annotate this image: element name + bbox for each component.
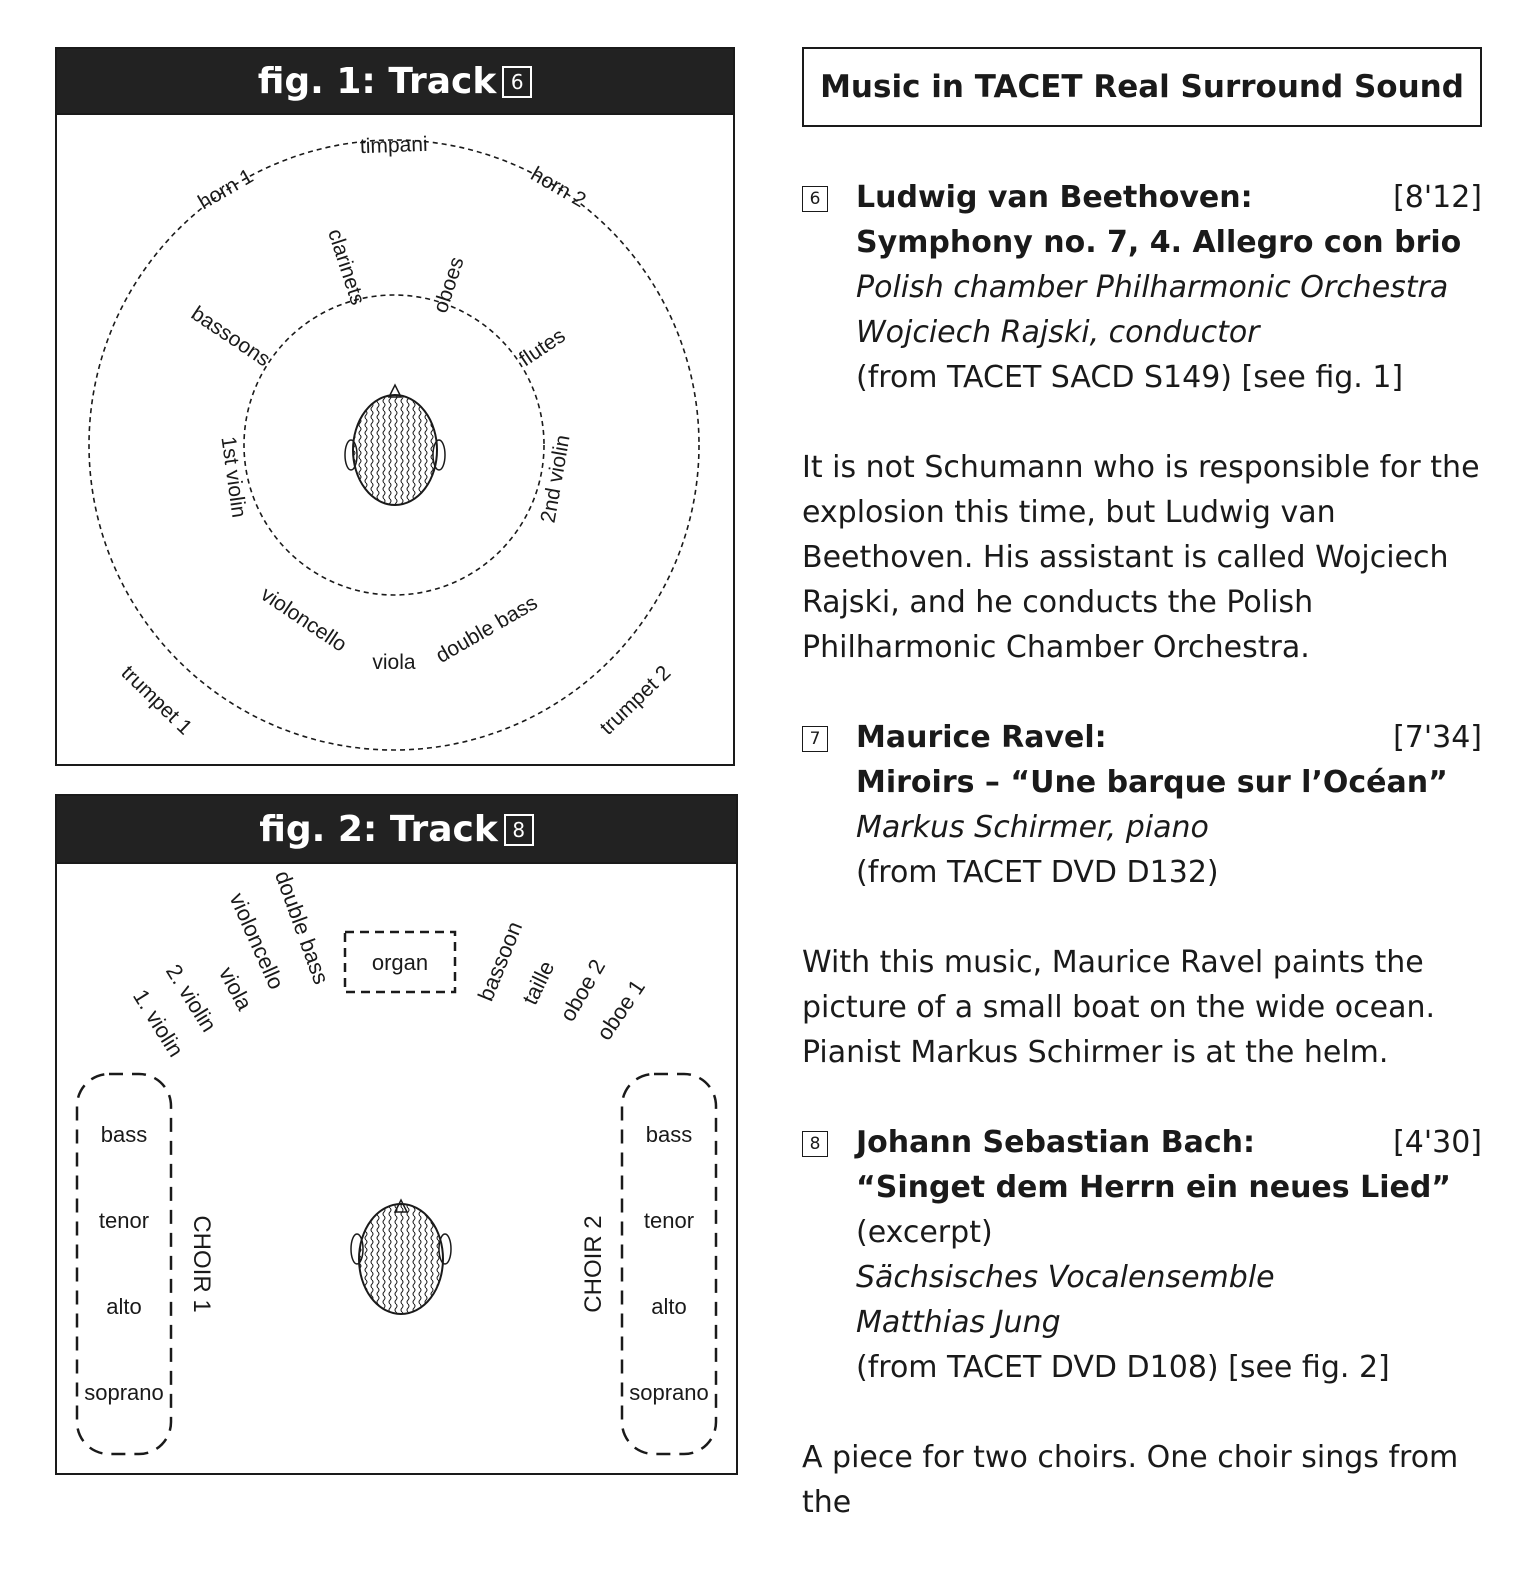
choir-2-group: bass tenor alto soprano CHOIR 2 — [580, 1072, 718, 1456]
track-composer-row: Maurice Ravel: [7'34] — [856, 715, 1482, 760]
choir-2-voice-tenor: tenor — [644, 1208, 694, 1233]
track-work: Miroirs – “Une barque sur l’Océan” — [856, 765, 1448, 800]
label-oboes: oboes — [429, 254, 469, 316]
track-number: 7 — [802, 726, 828, 752]
track-number: 8 — [802, 1131, 828, 1157]
label-trumpet-2: trumpet 2 — [596, 661, 676, 739]
paragraph: It is not Schumann who is responsible fo… — [802, 450, 1480, 665]
track-work: “Singet dem Herrn ein neues Lied” — [856, 1170, 1452, 1205]
label-trumpet-1: trumpet 1 — [117, 661, 197, 739]
label-taille: taille — [517, 957, 559, 1009]
listener-head-icon — [344, 383, 446, 506]
track-composer-row: Ludwig van Beethoven: [8'12] — [856, 175, 1482, 220]
label-oboe-1: oboe 1 — [592, 975, 650, 1045]
label-1st-violin: 1st violin — [216, 435, 250, 519]
choir-1-voice-soprano: soprano — [84, 1380, 164, 1405]
track-note: (excerpt) — [856, 1215, 993, 1250]
track-composer: Maurice Ravel: — [856, 720, 1107, 755]
label-double-bass: double bass — [432, 591, 542, 668]
figure-2-track-number: 8 — [503, 814, 534, 846]
track-entry-8: 8 Johann Sebastian Bach: [4'30] “Singet … — [802, 1120, 1482, 1390]
label-2nd-violin: 2nd violin — [537, 433, 575, 524]
figure-1-title: fig. 1: Track — [257, 61, 497, 102]
track-performer: Sächsisches Vocalensemble — [856, 1260, 1275, 1295]
figure-1-track-number: 6 — [502, 66, 533, 98]
track-performer: Markus Schirmer, piano — [856, 810, 1209, 845]
track-composer: Ludwig van Beethoven: — [856, 180, 1253, 215]
paragraph: A piece for two choirs. One choir sings … — [802, 1440, 1459, 1520]
label-horn-2: horn 2 — [527, 163, 590, 213]
choir-2-voice-soprano: soprano — [629, 1380, 709, 1405]
organ-box — [343, 930, 457, 994]
label-violoncello: violoncello — [257, 583, 351, 657]
choir-1-voice-bass: bass — [101, 1122, 147, 1147]
choir-seating-diagram: organ 1. violin 2. violin viola violonce… — [75, 867, 718, 1456]
liner-notes-column: Music in TACET Real Surround Sound 6 Lud… — [802, 47, 1482, 1570]
figure-2-title: fig. 2: Track — [259, 809, 498, 850]
track-composer-row: Johann Sebastian Bach: [4'30] — [856, 1120, 1482, 1165]
orchestra-seating-diagram: timpani horn 1 horn 2 clarinets oboes ba… — [88, 133, 700, 751]
label-organ: organ — [372, 950, 428, 975]
choir-1-group: bass tenor alto soprano CHOIR 1 — [75, 1072, 215, 1456]
track-work: Symphony no. 7, 4. Allegro con brio — [856, 225, 1462, 260]
track-performer: Matthias Jung — [856, 1305, 1061, 1340]
choir-1-voice-alto: alto — [106, 1294, 141, 1319]
track-entry-6: 6 Ludwig van Beethoven: [8'12] Symphony … — [802, 175, 1482, 400]
track-source: (from TACET DVD D132) — [856, 855, 1219, 890]
label-viola: viola — [214, 963, 258, 1015]
track-number: 6 — [802, 186, 828, 212]
label-horn-1: horn 1 — [194, 165, 257, 215]
track-composer: Johann Sebastian Bach: — [856, 1125, 1255, 1160]
choir-1-label: CHOIR 1 — [188, 1215, 215, 1312]
label-timpani: timpani — [360, 133, 428, 158]
liner-notes-title: Music in TACET Real Surround Sound — [802, 47, 1482, 127]
choir-1-voice-tenor: tenor — [99, 1208, 149, 1233]
label-clarinets: clarinets — [323, 226, 369, 307]
label-bassoons: bassoons — [187, 302, 274, 371]
choir-2-voice-bass: bass — [646, 1122, 692, 1147]
listener-head-icon — [350, 1198, 452, 1315]
choir-2-voice-alto: alto — [651, 1294, 686, 1319]
track-entry-7: 7 Maurice Ravel: [7'34] Miroirs – “Une b… — [802, 715, 1482, 895]
track-duration: [4'30] — [1393, 1125, 1482, 1160]
track-source: (from TACET DVD D108) [see fig. 2] — [856, 1350, 1390, 1385]
track-performer: Wojciech Rajski, conductor — [856, 315, 1260, 350]
outer-circle — [88, 139, 700, 751]
choir-2-label: CHOIR 2 — [580, 1215, 607, 1312]
inner-circle — [243, 294, 545, 596]
paragraph: With this music, Maurice Ravel paints th… — [802, 945, 1436, 1070]
track-duration: [8'12] — [1393, 180, 1482, 215]
track-duration: [7'34] — [1393, 720, 1482, 755]
track-source: (from TACET SACD S149) [see fig. 1] — [856, 360, 1404, 395]
label-flutes: flutes — [515, 324, 569, 371]
label-viola: viola — [372, 651, 416, 674]
track-performer: Polish chamber Philharmonic Orchestra — [856, 270, 1449, 305]
